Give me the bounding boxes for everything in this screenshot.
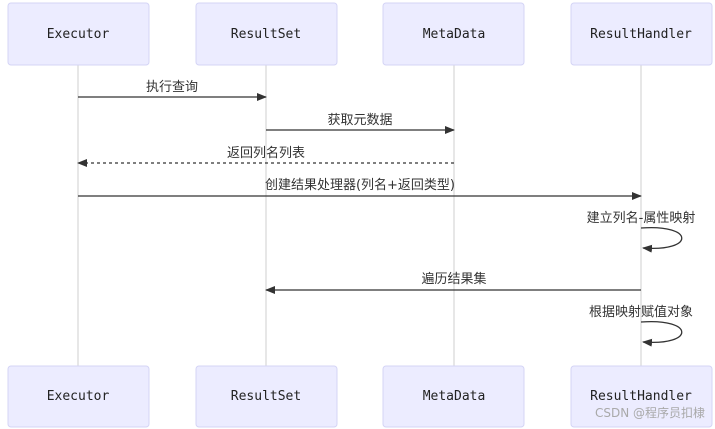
self-call-loop xyxy=(640,226,683,253)
message-label: 创建结果处理器(列名+返回类型) xyxy=(265,177,455,193)
watermark: CSDN @程序员扣棣 xyxy=(594,406,705,420)
message-get-metadata: 获取元数据 xyxy=(266,113,455,134)
actor-bottom-executor: Executor xyxy=(7,365,150,428)
message-label: 建立列名-属性映射 xyxy=(587,210,696,226)
message-execute-query: 执行查询 xyxy=(78,80,267,101)
actor-bottom-metadata: MetaData xyxy=(382,365,525,428)
message-create-handler: 创建结果处理器(列名+返回类型) xyxy=(78,177,642,200)
message-label: 遍历结果集 xyxy=(421,271,486,287)
message-assign-object: 根据映射赋值对象 xyxy=(589,304,693,347)
actor-top-resultset: ResultSet xyxy=(195,2,338,66)
message-label: 获取元数据 xyxy=(327,113,392,128)
actor-label: MetaData xyxy=(423,27,486,42)
message-iterate-resultset: 遍历结果集 xyxy=(265,271,641,294)
actor-label: ResultSet xyxy=(231,389,301,404)
actor-bottom-resulthandler: ResultHandler xyxy=(570,365,713,428)
self-call-loop xyxy=(640,320,683,347)
message-build-mapping: 建立列名-属性映射 xyxy=(587,210,696,253)
actor-label: ResultHandler xyxy=(590,27,692,42)
actor-top-executor: Executor xyxy=(7,2,150,66)
actor-top-metadata: MetaData xyxy=(382,2,525,66)
actor-label: ResultSet xyxy=(231,27,301,42)
message-label: 根据映射赋值对象 xyxy=(589,304,693,320)
actor-bottom-resultset: ResultSet xyxy=(195,365,338,428)
actor-top-resulthandler: ResultHandler xyxy=(570,2,713,66)
message-return-columns: 返回列名列表 xyxy=(77,145,454,167)
actor-label: MetaData xyxy=(423,389,486,404)
actor-label: Executor xyxy=(47,27,110,42)
message-label: 返回列名列表 xyxy=(227,145,305,161)
message-label: 执行查询 xyxy=(146,80,198,95)
actor-label: Executor xyxy=(47,389,110,404)
actor-label: ResultHandler xyxy=(590,389,692,404)
